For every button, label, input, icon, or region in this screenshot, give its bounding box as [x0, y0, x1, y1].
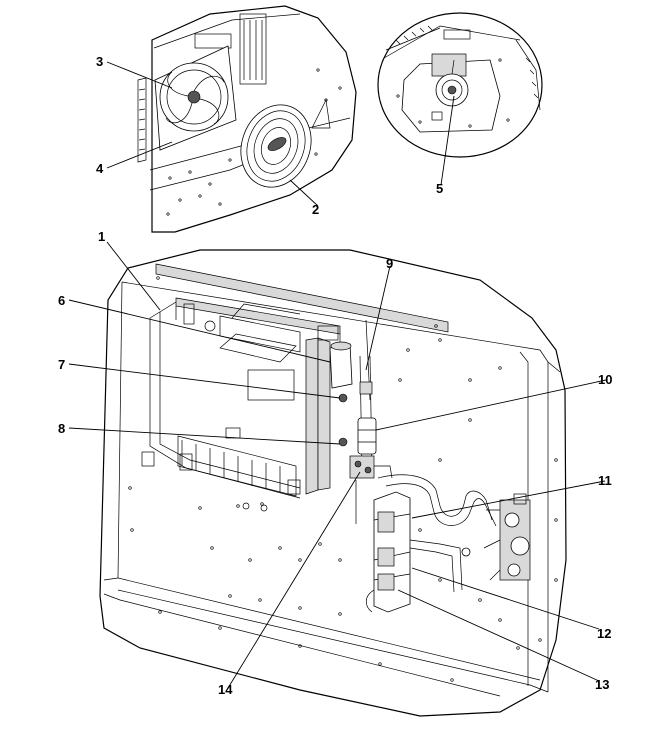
blower-motor [431, 53, 469, 107]
callout-12: 12 [597, 626, 611, 641]
callout-13: 13 [595, 677, 609, 692]
callout-4: 4 [96, 161, 104, 176]
callout-labels: 1 2 3 4 5 6 7 8 9 10 11 12 13 14 [58, 54, 612, 697]
leader-lines [68, 61, 607, 689]
callout-10: 10 [598, 372, 612, 387]
callout-11: 11 [598, 473, 612, 488]
detail-view-fan-housing [137, 5, 357, 233]
receiver-drier-assembly [317, 325, 353, 447]
callout-1: 1 [98, 229, 105, 244]
callout-14: 14 [218, 682, 233, 697]
callout-6: 6 [58, 293, 65, 308]
expansion-valve [349, 455, 393, 479]
filter-drier [357, 319, 377, 471]
detail-view-evaporator-blower [377, 12, 543, 158]
main-view-unit-interior [99, 249, 567, 717]
controller-box [355, 480, 471, 613]
pressure-switch-assembly [483, 493, 531, 581]
blower-grille [240, 104, 312, 188]
condenser-fan [154, 45, 237, 151]
callout-9: 9 [386, 256, 393, 271]
callout-8: 8 [58, 421, 65, 436]
callout-2: 2 [312, 202, 319, 217]
upper-louver-panel [194, 13, 267, 85]
callout-7: 7 [58, 357, 65, 372]
callout-5: 5 [436, 181, 443, 196]
coil-frame [141, 301, 331, 499]
callout-3: 3 [96, 54, 103, 69]
